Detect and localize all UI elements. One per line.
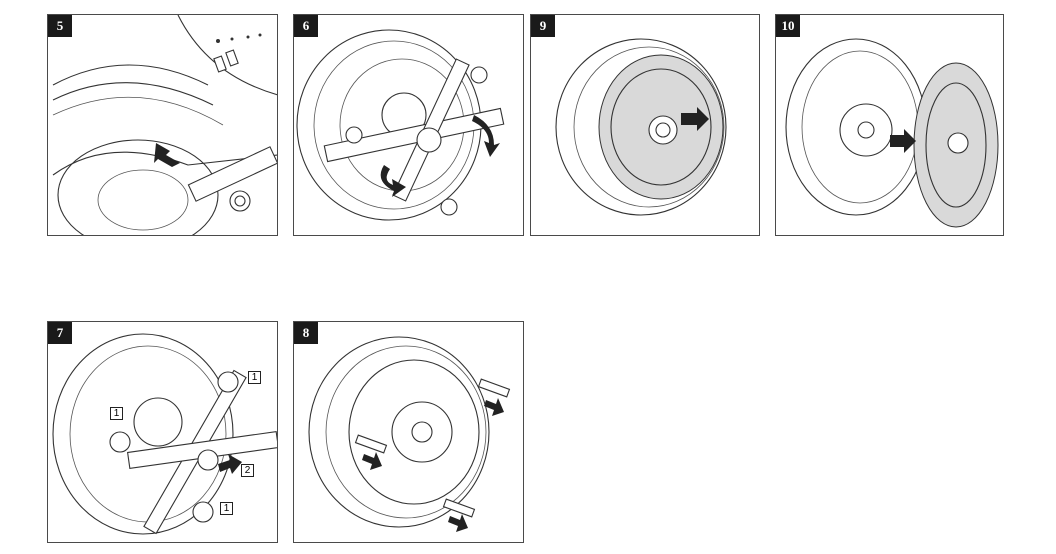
clutch-cover-removal-illustration [555,38,727,216]
figure-step-7: 7 1 1 2 1 [47,321,278,543]
step-number-badge: 10 [776,15,800,37]
callout-label: 1 [220,502,233,515]
pressure-plate-tool-illustration [296,29,505,221]
callout-label: 1 [110,407,123,420]
figure-step-6: 6 [293,14,524,236]
flywheel-bolt-removal-illustration [52,15,277,235]
clutch-disc-removal-illustration [785,38,999,228]
figure-step-8: 8 [293,321,524,543]
step-number-badge: 5 [48,15,72,37]
step-number-badge: 6 [294,15,318,37]
callout-label: 1 [248,371,261,384]
figure-step-5: 5 [47,14,278,236]
figure-step-10: 10 [775,14,1004,236]
step-number-badge: 7 [48,322,72,344]
pressure-plate-bolt-removal-illustration [308,336,511,532]
figure-step-9: 9 [530,14,760,236]
pressure-plate-compression-illustration [52,333,277,535]
step-number-badge: 9 [531,15,555,37]
step-number-badge: 8 [294,322,318,344]
callout-label: 2 [241,464,254,477]
